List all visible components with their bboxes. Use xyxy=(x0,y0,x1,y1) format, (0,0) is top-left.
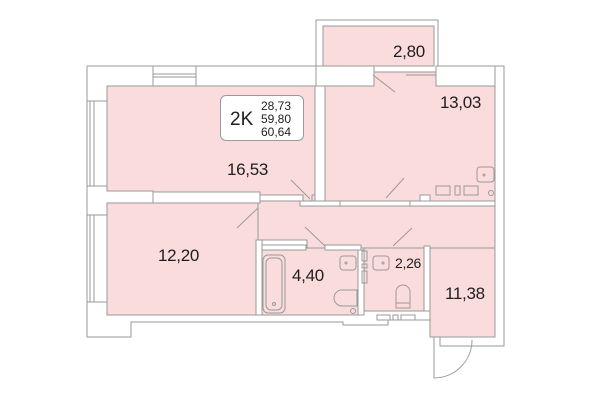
pipe-shaft-2 xyxy=(361,263,368,269)
door-kitchen xyxy=(385,177,405,199)
wall-bedroom-bath xyxy=(255,239,263,316)
window-left-bottom xyxy=(87,214,107,303)
bedroom-area: 12,20 xyxy=(158,246,200,265)
bathtub xyxy=(262,254,286,314)
wall-kitchen-bottom xyxy=(409,200,496,207)
vent-grille xyxy=(376,314,391,321)
toilet-area: 2,26 xyxy=(395,255,422,271)
window-top xyxy=(152,66,197,86)
kitchen-drain xyxy=(488,190,494,196)
door-bedroom xyxy=(236,207,259,229)
bathroom-toilet xyxy=(333,289,358,307)
apartment-type: 2K xyxy=(230,109,254,130)
wall-bath-top-right xyxy=(324,244,362,251)
wall-living-bedroom xyxy=(152,191,261,204)
toilet xyxy=(395,284,411,309)
door-kitchen-balcony xyxy=(372,74,396,93)
pipe-shaft xyxy=(361,250,368,262)
kitchen-sink-drain xyxy=(482,173,486,177)
bathtub-inner xyxy=(265,257,283,311)
total-area: 59,80 xyxy=(261,112,292,126)
balcony-door xyxy=(406,71,436,76)
room-balcony xyxy=(322,25,435,67)
sink-drain xyxy=(344,261,348,265)
hallway-area: 11,38 xyxy=(445,284,485,303)
door-toilet xyxy=(392,227,413,247)
kitchen-stove xyxy=(435,185,451,196)
bathroom-area: 4,40 xyxy=(292,266,324,285)
pipe-shaft-3 xyxy=(361,270,368,284)
area-summary: 28,73 59,80 60,64 xyxy=(261,100,291,139)
toilet-room-sink xyxy=(372,255,390,271)
total-area-with-balcony: 60,64 xyxy=(261,125,292,139)
vent-grille-2 xyxy=(392,314,399,321)
wall-corridor-top xyxy=(299,200,341,207)
kitchen-unit xyxy=(454,185,461,196)
sink-drain-2 xyxy=(381,261,385,265)
wall-partition-kitchen-living xyxy=(314,85,326,202)
kitchen-area: 13,03 xyxy=(440,93,482,112)
kitchen-counter xyxy=(463,185,479,196)
door-living xyxy=(290,179,311,200)
wall-balcony-left xyxy=(315,65,375,87)
wall-bath-top xyxy=(261,244,307,251)
wall-toilet-hall xyxy=(423,245,431,312)
window-left-top xyxy=(87,100,107,187)
door-bathroom xyxy=(304,226,326,247)
bathroom-sink xyxy=(339,255,357,271)
wall-balcony-right xyxy=(435,65,496,87)
living-area: 28,73 xyxy=(261,99,292,113)
apartment-summary-badge: 2K 28,73 59,80 60,64 xyxy=(220,95,304,141)
bathtub-drain xyxy=(272,302,276,306)
room-kitchen xyxy=(311,71,496,202)
vent-grille-3 xyxy=(400,314,416,321)
balcony-area: 2,80 xyxy=(393,42,425,61)
drain-icon xyxy=(350,308,356,314)
living-room-area: 16,53 xyxy=(227,160,269,179)
door-entrance xyxy=(433,337,473,379)
kitchen-sink xyxy=(476,166,495,183)
